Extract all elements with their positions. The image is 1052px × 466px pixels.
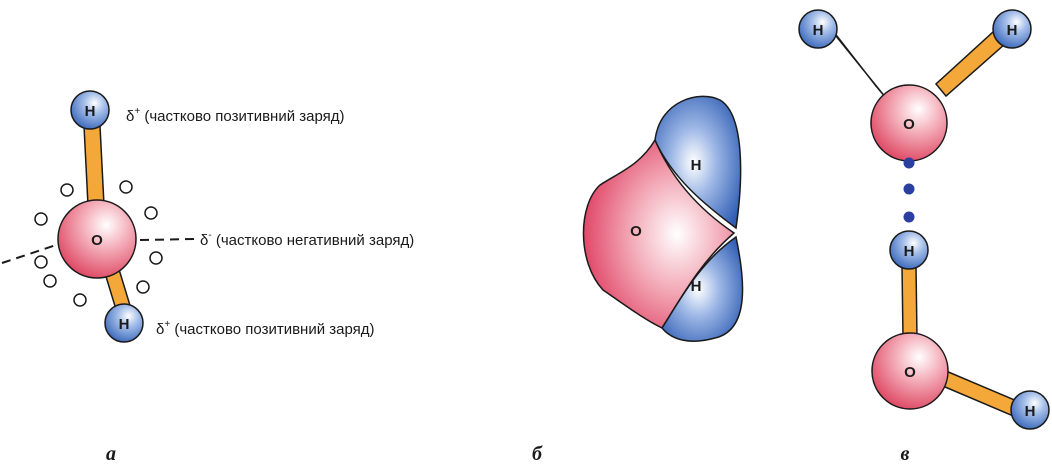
- electron-circle: [34, 255, 48, 269]
- charge-text: (частково позитивний заряд): [170, 321, 374, 338]
- space-fill-hydrogen-top: [654, 95, 742, 230]
- hydrogen-atom-middle: [889, 230, 929, 270]
- electron-circle: [34, 212, 48, 226]
- charge-label-middle: δ- (частково негативний заряд): [200, 230, 414, 249]
- hydrogen-atom-bottom-right: [1010, 390, 1050, 430]
- hydrogen-atom-top-right: [992, 9, 1032, 49]
- hydrogen-bond: [903, 157, 915, 223]
- hydrogen-label-middle: H: [904, 243, 915, 260]
- oxygen-atom: [57, 199, 137, 279]
- panel-b: O H H б: [532, 95, 744, 465]
- bond-bottom-vertical: [901, 265, 918, 339]
- plus-superscript: +: [134, 106, 140, 117]
- charge-text: (частково позитивний заряд): [140, 108, 344, 125]
- hydrogen-label-bottom-right: H: [1025, 403, 1036, 420]
- electron-circle: [60, 183, 74, 197]
- delta-symbol: δ: [200, 232, 208, 249]
- charge-label-bottom: δ+ (частково позитивний заряд): [156, 319, 375, 338]
- hydrogen-label-top-left: H: [813, 22, 824, 39]
- dipole-line-right: [139, 238, 196, 241]
- oxygen-label-top: O: [903, 116, 915, 133]
- oxygen-label: O: [91, 232, 103, 249]
- electron-circle: [136, 280, 150, 294]
- plus-superscript: +: [164, 319, 170, 330]
- panel-letter-b: б: [532, 443, 543, 465]
- dipole-line-left: [1, 242, 63, 264]
- minus-superscript: -: [208, 230, 211, 241]
- oxygen-label-bottom: O: [904, 364, 916, 381]
- oxygen-atom-bottom: [871, 332, 949, 410]
- electron-cloud: [34, 180, 163, 307]
- electron-circle: [43, 274, 57, 288]
- hydrogen-label-top: H: [691, 157, 702, 174]
- electron-circle: [119, 180, 133, 194]
- hydrogen-atom-top-left: [798, 9, 838, 49]
- electron-circle: [73, 293, 87, 307]
- hydrogen-label-bottom: H: [691, 278, 702, 295]
- electron-circle: [149, 251, 163, 265]
- panel-letter-a: а: [106, 443, 116, 465]
- hydrogen-atom-bottom: [104, 303, 144, 343]
- space-fill-hydrogen-bottom: [661, 235, 744, 342]
- hydrogen-bond-dot: [903, 157, 915, 169]
- hydrogen-label-top-right: H: [1007, 22, 1018, 39]
- space-fill-oxygen: [582, 138, 736, 329]
- bond-upper: [83, 125, 105, 206]
- delta-symbol: δ: [156, 321, 164, 338]
- hydrogen-bond-dot: [903, 183, 915, 195]
- charge-label-top: δ+ (частково позитивний заряд): [126, 106, 345, 125]
- oxygen-label: O: [630, 223, 642, 240]
- hydrogen-atom-top: [70, 90, 110, 130]
- hydrogen-label-bottom: H: [119, 316, 130, 333]
- electron-circle: [144, 206, 158, 220]
- charge-text: (частково негативний заряд): [212, 232, 415, 249]
- panel-c: O H H H O H в: [798, 9, 1050, 465]
- delta-symbol: δ: [126, 108, 134, 125]
- panel-letter-c: в: [901, 443, 910, 465]
- panel-a: O H H δ+ (частково позитивний заряд) δ- …: [1, 90, 414, 465]
- hydrogen-label-top: H: [85, 103, 96, 120]
- hydrogen-bond-dot: [903, 211, 915, 223]
